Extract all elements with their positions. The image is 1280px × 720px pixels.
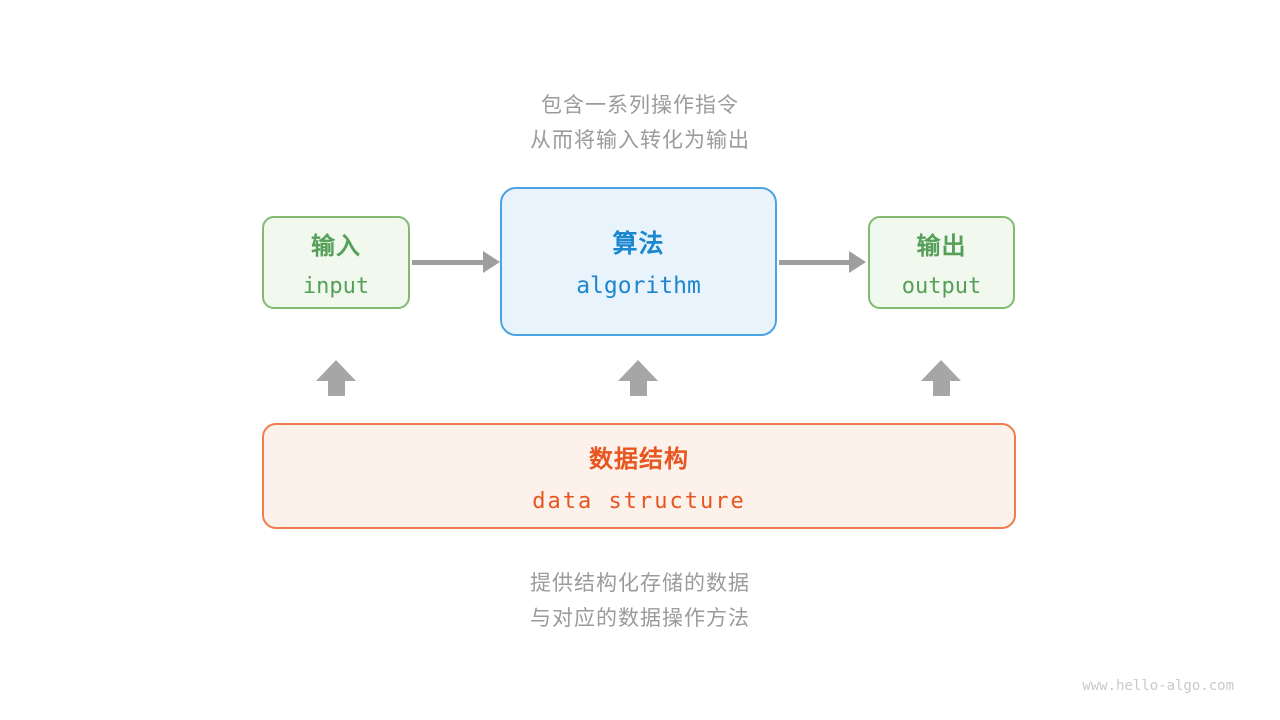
up-arrow-stem [327, 381, 345, 396]
arrow-head-right-icon [483, 251, 500, 273]
algorithm-caption-line-2: 从而将输入转化为输出 [530, 129, 750, 152]
algorithm-box-subtitle: algorithm [576, 273, 701, 299]
algorithm-box: 算法 algorithm [500, 187, 777, 336]
input-box-subtitle: input [302, 274, 370, 299]
algorithm-caption: 包含一系列操作指令 从而将输入转化为输出 [0, 88, 1280, 158]
up-arrow-to-algorithm-icon [618, 360, 658, 396]
algorithm-caption-line-1: 包含一系列操作指令 [541, 94, 739, 117]
output-box-subtitle: output [901, 274, 982, 299]
up-arrow-stem [629, 381, 647, 396]
output-box: 输出 output [868, 216, 1015, 309]
data-structure-box-subtitle: data structure [532, 488, 746, 514]
data-structure-box-title: 数据结构 [589, 445, 689, 473]
up-arrow-stem [932, 381, 950, 396]
up-arrow-to-input-icon [316, 360, 356, 396]
watermark-url: www.hello-algo.com [1082, 678, 1234, 694]
output-box-title: 输出 [916, 233, 967, 260]
input-box: 输入 input [262, 216, 410, 309]
arrow-shaft [412, 259, 486, 265]
arrow-shaft [779, 259, 852, 265]
up-arrow-head [921, 360, 961, 381]
data-structure-caption-line-1: 提供结构化存储的数据 [530, 572, 750, 595]
up-arrow-head [618, 360, 658, 381]
up-arrow-to-output-icon [921, 360, 961, 396]
data-structure-caption: 提供结构化存储的数据 与对应的数据操作方法 [0, 566, 1280, 636]
data-structure-box: 数据结构 data structure [262, 423, 1016, 529]
arrow-algorithm-to-output [779, 251, 866, 273]
input-box-title: 输入 [311, 233, 361, 260]
up-arrow-head [316, 360, 356, 381]
algorithm-box-title: 算法 [612, 230, 665, 258]
arrow-head-right-icon [849, 251, 866, 273]
data-structure-caption-line-2: 与对应的数据操作方法 [530, 607, 750, 630]
arrow-input-to-algorithm [412, 251, 500, 273]
